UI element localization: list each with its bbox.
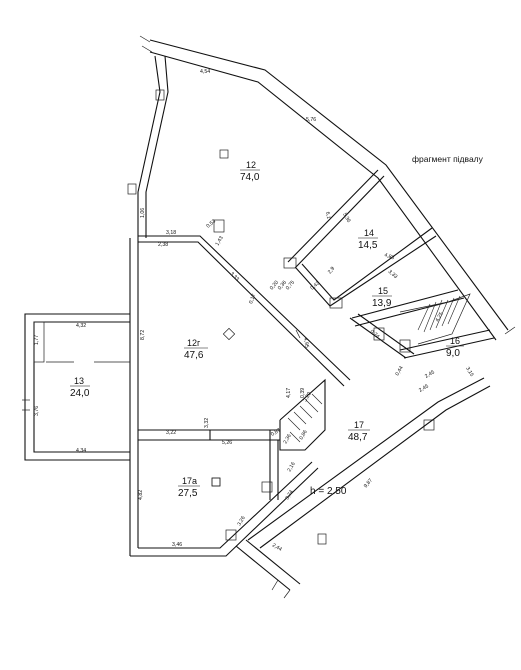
dim-label: 6,1 xyxy=(324,211,331,219)
svg-text:15: 15 xyxy=(378,286,388,296)
wall-west-main xyxy=(129,238,139,556)
room-label-16: 16 9,0 xyxy=(446,336,464,359)
dim-label: 2,9 xyxy=(327,266,336,275)
dim-label: 3,22 xyxy=(166,430,176,436)
room-marker-12g xyxy=(222,327,236,341)
dim-label: 2,45 xyxy=(418,383,430,393)
svg-text:24,0: 24,0 xyxy=(70,388,90,399)
dim-label: 0,44 xyxy=(395,365,405,377)
dim-label: 4,54 xyxy=(200,69,210,75)
dim-label: 1,43 xyxy=(215,235,225,247)
dim-label: 1,06 xyxy=(140,208,146,218)
dim-label: 0,20 xyxy=(269,280,280,292)
room-label-17: 17 48,7 xyxy=(348,420,370,443)
partition-12g-17a xyxy=(138,429,280,441)
room-label-17a: 17а 27,5 xyxy=(178,476,200,499)
svg-text:12г: 12г xyxy=(187,338,201,348)
dim-label: 5,76 xyxy=(306,117,316,123)
room-label-15: 15 13,9 xyxy=(372,286,392,309)
dim-label: 0,75 xyxy=(285,280,296,292)
dim-label: 2,16 xyxy=(287,461,297,473)
stair-hatch xyxy=(399,293,471,345)
svg-text:74,0: 74,0 xyxy=(240,172,260,183)
dim-label: 8,72 xyxy=(140,330,146,340)
svg-text:47,6: 47,6 xyxy=(184,350,204,361)
stair-small xyxy=(279,378,326,451)
dim-label: 4,34 xyxy=(76,448,86,454)
svg-text:16: 16 xyxy=(450,336,460,346)
svg-text:9,0: 9,0 xyxy=(446,348,460,359)
dim-label: 0,86 xyxy=(299,429,309,441)
dim-label: 4,25 xyxy=(435,311,445,323)
dim-label: 3,32 xyxy=(204,418,210,428)
dim-label: 3,33 xyxy=(387,269,399,280)
room-17-walls xyxy=(130,430,319,557)
room-label-13: 13 24,0 xyxy=(70,376,90,399)
dim-label: 2,36 xyxy=(283,433,293,445)
dim-label: 4,32 xyxy=(76,323,86,329)
dim-label: 0,36 xyxy=(277,280,288,292)
svg-text:12: 12 xyxy=(246,160,256,170)
dim-label: 2,38 xyxy=(158,242,168,248)
dim-label: 3,76 xyxy=(34,406,40,416)
dim-label: 3,26 xyxy=(237,515,247,527)
svg-text:14: 14 xyxy=(364,228,374,238)
partitions-14-15-16 xyxy=(283,169,495,431)
room-label-12: 12 74,0 xyxy=(240,160,260,183)
dim-label: 2,44 xyxy=(271,543,283,553)
dim-label: 4,95 xyxy=(302,337,310,348)
svg-text:48,7: 48,7 xyxy=(348,432,368,443)
svg-text:13: 13 xyxy=(74,376,84,386)
dim-label: 0,43 xyxy=(309,280,321,291)
room-marker-17a xyxy=(211,477,221,487)
dim-label: 3,18 xyxy=(166,230,176,236)
dim-label: 4,82 xyxy=(138,490,144,500)
dim-label: 0,39 xyxy=(300,388,306,398)
room-label-12g: 12г 47,6 xyxy=(184,338,208,361)
dim-label: 3,74 xyxy=(285,489,295,501)
dim-label: 3,29 xyxy=(303,391,313,403)
dim-label: 4,17 xyxy=(286,388,292,398)
svg-text:17: 17 xyxy=(354,420,364,430)
dim-label: 3,15 xyxy=(464,366,474,378)
dim-label: 2,45 xyxy=(424,369,436,379)
dim-label: 4,83 xyxy=(383,252,395,261)
outer-wall-west-room12 xyxy=(127,55,169,238)
dim-label: 5,26 xyxy=(222,440,232,446)
partition-12-12g xyxy=(138,219,351,387)
height-note: h = 2.50 xyxy=(310,486,347,497)
room-marker-12 xyxy=(219,149,229,159)
dimension-labels: 4,54 5,76 3,18 0,53 1,43 2,38 3,33 6,1 5… xyxy=(34,69,475,553)
dim-label: 0,74 xyxy=(369,329,381,340)
dim-label: 5,36 xyxy=(341,212,351,224)
dim-label: 9,87 xyxy=(363,478,374,490)
room-label-14: 14 14,5 xyxy=(358,228,378,251)
dim-label: 3,46 xyxy=(172,542,182,548)
outer-wall-northeast xyxy=(139,35,516,341)
dim-label: 0,53 xyxy=(205,218,217,229)
svg-text:27,5: 27,5 xyxy=(178,488,198,499)
svg-text:14,5: 14,5 xyxy=(358,240,378,251)
dim-label: 0,87 xyxy=(270,427,282,437)
wall-southeast xyxy=(235,377,491,599)
dim-label: 3,33 xyxy=(229,271,240,282)
plan-caption: фрагмент підвалу xyxy=(412,154,484,164)
svg-text:17а: 17а xyxy=(182,476,197,486)
svg-text:13,9: 13,9 xyxy=(372,298,392,309)
dim-label: 1,77 xyxy=(34,335,40,345)
room-13-walls xyxy=(22,313,130,461)
dim-label: 0,17 xyxy=(248,293,257,305)
